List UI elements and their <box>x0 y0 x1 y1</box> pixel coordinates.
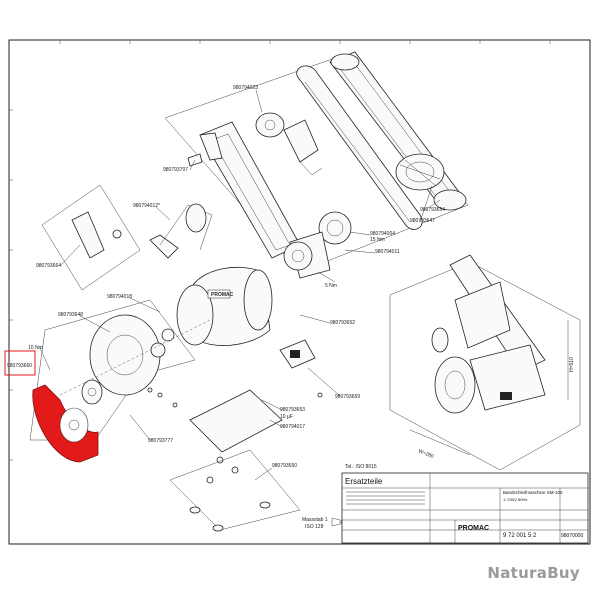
part-label-980793664: 980793664 <box>36 263 61 269</box>
part-label-980794004: 980794004 <box>370 231 395 237</box>
tool-rest-part <box>71 211 122 259</box>
part-label-980793660: 980793660 <box>7 363 32 369</box>
title-block <box>341 472 589 544</box>
leader-lines <box>39 89 441 481</box>
part-label-5nm: 5 Nm <box>325 283 337 289</box>
drive-wheel-part <box>283 211 352 279</box>
dim-line-w <box>409 429 471 456</box>
frame-ticks <box>9 40 551 461</box>
switch-box-part <box>279 339 316 369</box>
tolerance-note: Tol.: ISO 8015 <box>345 464 377 470</box>
part-label-980793777: 980793777 <box>148 438 173 444</box>
title-block-brand: PROMAC <box>458 525 489 532</box>
part-label-10nm: 10 Nm <box>28 345 43 351</box>
part-label-980793707: 980793707 <box>163 167 188 173</box>
title-block-heading: Ersatzteile <box>345 477 383 486</box>
watermark: NaturaBuy <box>487 564 580 582</box>
title-block-article-no: 9 72 001 5 2 <box>503 533 537 539</box>
grinding-wheel-part <box>59 314 211 396</box>
title-block-desc-1: Bandschleifmaschine SM-100 <box>503 490 563 495</box>
assembled-view-machine <box>431 254 546 414</box>
base-plate-part <box>189 389 283 453</box>
motor-part: PROMAC <box>176 266 273 346</box>
part-label-980793654: 980793654 <box>420 207 445 213</box>
screw-parts <box>147 387 323 408</box>
part-label-980793653: 980793653 <box>280 407 305 413</box>
part-label-980793647: 980793647 <box>410 218 435 224</box>
platen-part <box>149 203 213 259</box>
base-feet <box>206 456 239 484</box>
part-label-980794018: 980794018 <box>107 294 132 300</box>
part-label-980793648: 980793648 <box>58 312 83 318</box>
belt-housing-part <box>199 121 301 259</box>
highlighted-wheel-guard <box>32 384 99 463</box>
scale-ref: ISO 128 <box>305 524 324 530</box>
highlight-box <box>4 350 36 376</box>
part-label-980794012: 980794012* <box>133 203 160 209</box>
part-label-15nm-a: 15 Nm <box>370 237 385 243</box>
drawing-frame <box>8 39 591 545</box>
scale-label: Massstab 1 <box>302 517 328 523</box>
svg-text:PROMAC: PROMAC <box>211 292 234 298</box>
title-block-drawing-no: 98070000 <box>561 533 583 539</box>
part-label-980794011: 980794011 <box>375 249 400 255</box>
title-block-desc-2: 1~230V 50Hz <box>503 497 527 502</box>
sanding-belt-part <box>296 65 423 230</box>
part-label-980794023: 980794023 <box>233 85 258 91</box>
foot-parts <box>189 501 271 532</box>
dim-label-h: H=510 <box>569 357 575 372</box>
part-label-980794017: 980794017 <box>280 424 305 430</box>
part-label-10uf: 10 µF <box>280 414 293 420</box>
tool-rest-region <box>41 184 141 291</box>
lower-region <box>169 449 301 531</box>
idler-wheel-part <box>255 112 323 176</box>
flange-part <box>81 379 103 405</box>
contact-wheel-part <box>395 153 445 191</box>
dim-label-w: W=280 <box>417 448 434 460</box>
part-label-980793650: 980793650 <box>272 463 297 469</box>
part-label-980793652: 980793652 <box>330 320 355 326</box>
part-label-980793659: 980793659 <box>335 394 360 400</box>
